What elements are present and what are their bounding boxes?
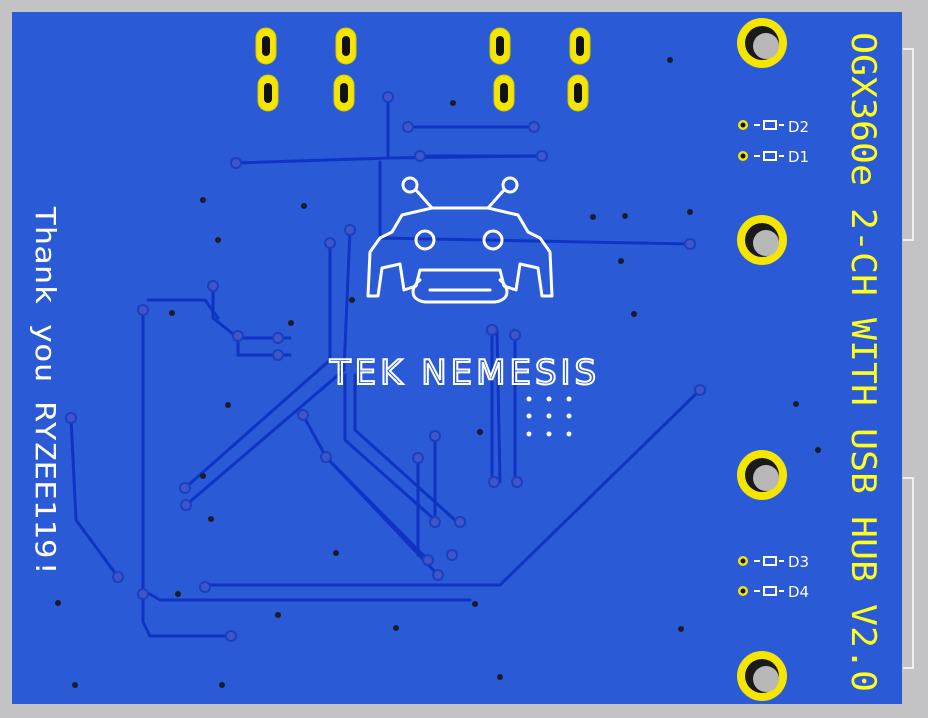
thermal-via-grid: [526, 396, 572, 437]
brand-text: TEK NEMESIS: [329, 353, 600, 393]
vias: [65, 91, 706, 642]
board-title-text: OGX360e 2-CH WITH USB HUB V2.0: [843, 32, 883, 692]
led-footprints: [738, 120, 784, 596]
mounting-holes: [737, 18, 787, 701]
space-invader-logo-icon: [366, 176, 554, 304]
usb-connector-pads: [255, 27, 591, 112]
led-label-d1: D1: [788, 148, 809, 166]
led-label-d2: D2: [788, 118, 809, 136]
connector-outline: [903, 48, 914, 669]
led-label-d4: D4: [788, 583, 809, 601]
thanks-text: Thank you RYZEE119!: [29, 206, 62, 578]
led-label-d3: D3: [788, 553, 809, 571]
ground-vias: [55, 57, 821, 688]
